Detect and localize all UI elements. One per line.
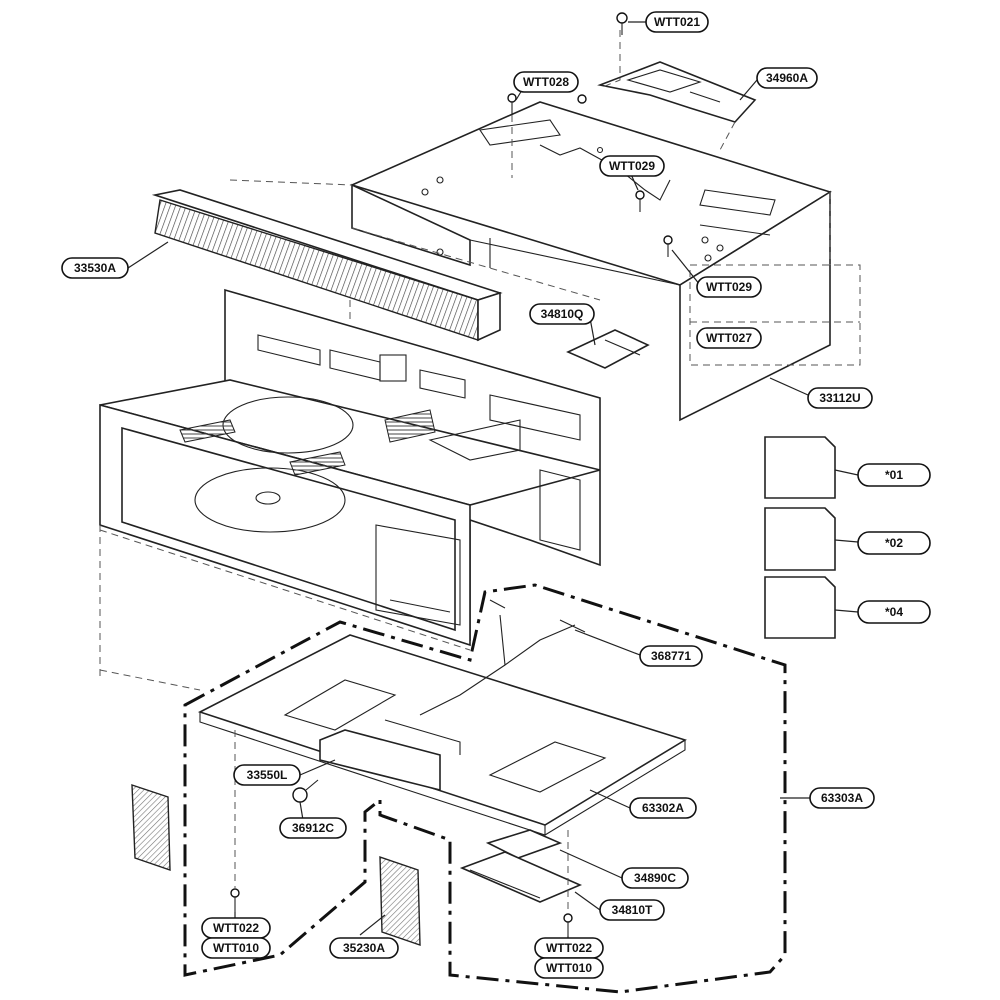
svg-text:33112U: 33112U [819,391,860,405]
vent-grille-33530a [151,189,503,342]
svg-text:*02: *02 [885,536,903,550]
svg-text:368771: 368771 [651,649,691,663]
label-33112u: 33112U [807,387,873,409]
label-02: *02 [857,531,931,555]
svg-text:*01: *01 [885,468,903,482]
screw-wtt021 [616,12,628,35]
label-36912c: 36912C [279,817,347,839]
label-368771: 368771 [639,645,703,667]
svg-text:*04: *04 [885,605,903,619]
assembly-outline-63303a [183,583,787,994]
oven-cavity [99,288,601,647]
label-wtt010-left: WTT010 [201,937,271,959]
svg-text:WTT022: WTT022 [546,941,592,955]
label-63302a: 63302A [629,797,697,819]
label-wtt022-right: WTT022 [534,937,604,959]
base-plate-63302a [197,634,687,836]
svg-text:WTT021: WTT021 [654,15,700,29]
svg-text:WTT028: WTT028 [523,75,569,89]
screw-wtt022-right [563,913,573,936]
label-34960a: 34960A [756,67,818,89]
filter-left [131,784,171,871]
svg-text:33550L: 33550L [247,768,288,782]
label-34810t: 34810T [599,899,665,921]
label-63303a: 63303A [809,787,875,809]
svg-text:34890C: 34890C [634,871,676,885]
bracket-34810q [566,329,650,369]
svg-text:33530A: 33530A [74,261,116,275]
svg-text:WTT029: WTT029 [706,280,752,294]
label-35230a: 35230A [329,937,399,959]
svg-text:WTT010: WTT010 [546,961,592,975]
svg-text:WTT027: WTT027 [706,331,752,345]
label-33530a: 33530A [61,257,129,279]
svg-text:34960A: 34960A [766,71,808,85]
svg-text:35230A: 35230A [343,941,385,955]
label-34810q: 34810Q [529,303,595,325]
label-04: *04 [857,600,931,624]
label-wtt010-right: WTT010 [534,957,604,979]
label-33550l: 33550L [233,764,301,786]
screw-wtt029-lower [663,235,673,257]
label-wtt027: WTT027 [696,327,762,349]
screw-wtt029-upper [635,190,645,212]
svg-text:63302A: 63302A [642,801,684,815]
wire-harness-368771 [499,614,576,666]
bracket-34960a [597,61,757,123]
label-wtt029-upper: WTT029 [599,155,665,177]
cover-34810t [459,851,583,903]
svg-text:34810T: 34810T [612,903,653,917]
panel-02 [764,507,836,571]
label-wtt021: WTT021 [645,11,709,33]
svg-text:WTT029: WTT029 [609,159,655,173]
svg-text:WTT010: WTT010 [213,941,259,955]
outer-cabinet [349,101,832,422]
screw-wtt022-left [230,888,240,912]
label-wtt022-left: WTT022 [201,917,271,939]
screw-wtt028 [507,93,587,115]
label-wtt029-lower: WTT029 [696,276,762,298]
svg-text:WTT022: WTT022 [213,921,259,935]
svg-text:63303A: 63303A [821,791,863,805]
label-wtt028: WTT028 [513,71,579,93]
label-34890c: 34890C [621,867,689,889]
svg-text:34810Q: 34810Q [541,307,584,321]
filter-35230a [379,856,421,946]
panel-04 [764,576,836,639]
label-01: *01 [857,463,931,487]
panel-01 [764,436,836,499]
svg-text:36912C: 36912C [292,821,334,835]
